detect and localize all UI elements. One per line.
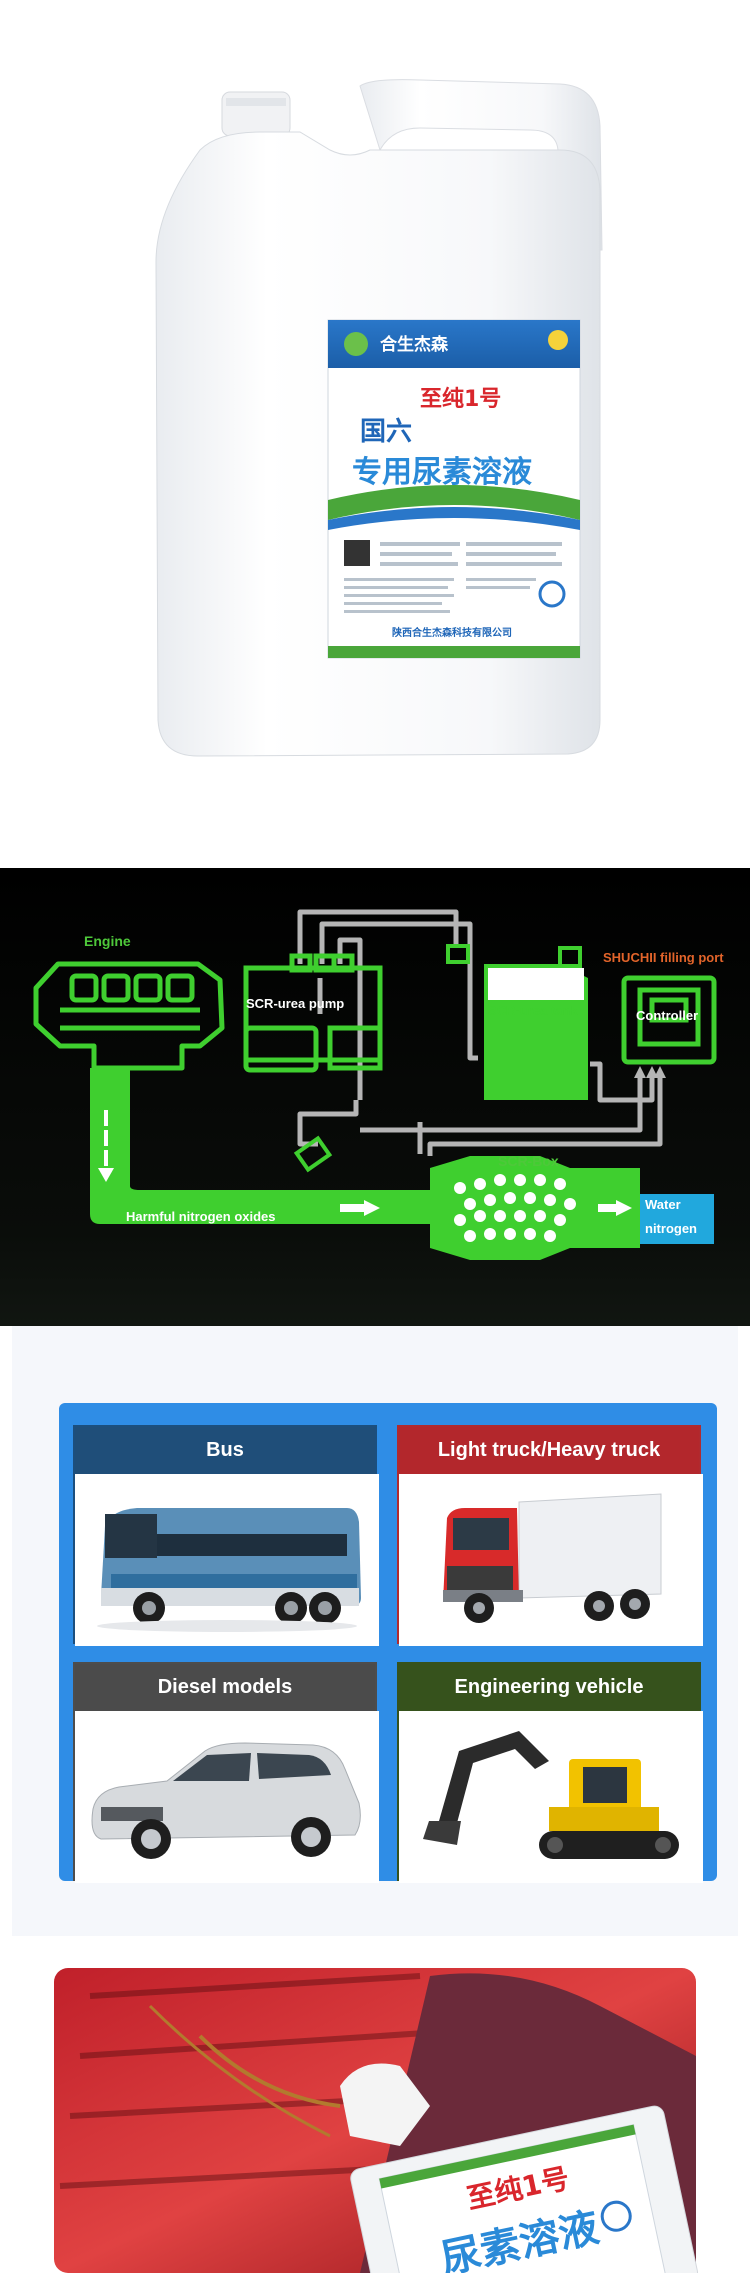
sub-brand-name: 至纯1号 (420, 386, 501, 412)
scr-diagram (0, 868, 750, 1326)
nox-label: Harmful nitrogen oxides (126, 1209, 276, 1224)
brand-name: 合生杰森 (380, 334, 449, 355)
controller-label: Controller (636, 1008, 699, 1023)
vehicle-card-bus: Bus (73, 1425, 379, 1646)
company-name: 陕西合生杰森科技有限公司 (392, 626, 512, 639)
usage-photo-section: 至纯1号 尿素溶液 (0, 1936, 750, 2273)
vehicle-card-truck: Light truck/Heavy truck (397, 1425, 703, 1646)
tank-label: SCR-urea tank (488, 1003, 578, 1018)
product-section: 合生杰森 至纯1号 国六 专用尿素溶液 陕西合生杰森科技有限公司 (0, 0, 750, 868)
vehicles-frame: Bus Light truck/Heavy truck (59, 1403, 717, 1883)
vehicle-header-engineering: Engineering vehicle (399, 1664, 699, 1711)
suv-image (75, 1711, 379, 1883)
urea-jug-image: 合生杰森 至纯1号 国六 专用尿素溶液 陕西合生杰森科技有限公司 (155, 79, 603, 757)
vehicles-section: Bus Light truck/Heavy truck (0, 1326, 750, 1936)
excavator-image (399, 1711, 703, 1883)
scr-box-label: SCR-Box (498, 1153, 559, 1169)
filling-port-label: SHUCHII filling port (603, 950, 724, 965)
vehicle-header-bus: Bus (75, 1427, 375, 1474)
nitrogen-label: nitrogen (645, 1221, 697, 1236)
pump-label: SCR-urea pump (246, 996, 345, 1011)
scr-diagram-section: Engine SHUCHII filling port SCR-urea pum… (0, 868, 750, 1326)
vehicle-header-truck: Light truck/Heavy truck (399, 1427, 699, 1474)
label-title-line2: 专用尿素溶液 (352, 455, 532, 490)
truck-image (399, 1474, 703, 1646)
engine-label: Engine (84, 933, 131, 949)
label-title-line1: 国六 (360, 417, 412, 447)
usage-photo: 至纯1号 尿素溶液 (54, 1968, 699, 2273)
bus-image (75, 1474, 379, 1646)
vehicle-card-engineering: Engineering vehicle (397, 1662, 703, 1883)
water-label: Water (645, 1197, 681, 1212)
vehicles-panel: Bus Light truck/Heavy truck (12, 1326, 738, 1936)
vehicle-header-diesel: Diesel models (75, 1664, 375, 1711)
vehicle-card-diesel: Diesel models (73, 1662, 379, 1883)
